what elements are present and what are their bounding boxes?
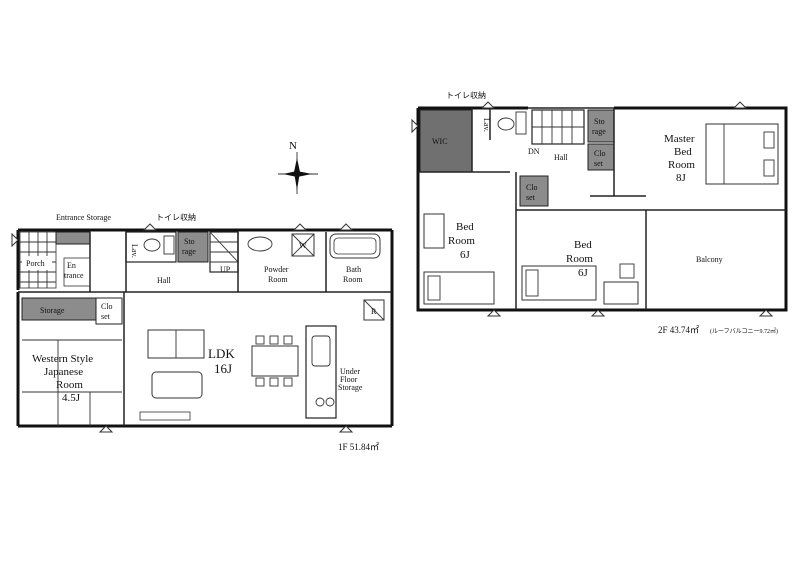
label-western-3: Room (56, 379, 83, 391)
storage-block-1f (177, 231, 209, 263)
label-western-2: Japanese (44, 366, 83, 378)
label-closet-2f-b-1: Clo (526, 183, 538, 192)
floor-2-plan: トイレ収納 WIC Lav. DN Hall Sto rage Clo set … (411, 90, 788, 335)
label-up: UP (220, 265, 231, 274)
label-powder-room-1: Powder (264, 265, 289, 274)
label-bed-a-3: 6J (460, 249, 471, 261)
label-closet-2f-a-1: Clo (594, 149, 606, 158)
label-closet-2f-a-2: set (594, 159, 604, 168)
compass-north-label: N (289, 140, 297, 152)
label-bed-a-2: Room (448, 235, 475, 247)
storage-block-2f (587, 109, 615, 143)
label-storage-small-2f-1: Sto (594, 117, 605, 126)
floor-2-area-note: (ルーフバルコニー9.72㎡) (710, 327, 778, 335)
label-washer: W (299, 241, 307, 250)
compass: N (278, 140, 318, 194)
label-hall-1f: Hall (157, 276, 172, 285)
floor-1-area: 1F 51.84㎡ (338, 442, 379, 452)
label-master-bed-4: 8J (676, 172, 687, 184)
label-bath-room-2: Room (343, 275, 363, 284)
stairs-2f (531, 109, 585, 145)
label-bath-room-1: Bath (346, 265, 361, 274)
master-bed (705, 123, 779, 185)
porch-tiles (19, 231, 57, 289)
label-toilet-storage-2f: トイレ収納 (446, 90, 486, 100)
tatami-grid (22, 339, 122, 426)
label-balcony: Balcony (696, 255, 723, 264)
label-western-1: Western Style (32, 353, 93, 365)
label-bed-b-3: 6J (578, 267, 589, 279)
label-master-bed-1: Master (664, 133, 695, 145)
label-lav-1f: Lav. (130, 244, 139, 258)
label-wic: WIC (432, 137, 448, 146)
label-western-4: 4.5J (62, 392, 81, 404)
label-ldk-2: 16J (214, 361, 232, 376)
label-bed-a-1: Bed (456, 221, 474, 233)
label-storage-small-1f-1: Sto (184, 237, 195, 246)
label-storage-1f: Storage (40, 306, 65, 315)
label-master-bed-3: Room (668, 159, 695, 171)
entrance-storage-block (55, 231, 91, 245)
label-entrance-2: trance (64, 271, 84, 280)
label-closet-1f-1: Clo (101, 302, 113, 311)
label-under-floor-1: Under (340, 367, 360, 376)
label-closet-2f-b-2: set (526, 193, 536, 202)
label-powder-room-2: Room (268, 275, 288, 284)
closet-block-2f-a (587, 143, 615, 171)
floor-1-plan: Entrance Storage トイレ収納 Porch En trance L… (11, 212, 394, 452)
label-dn: DN (528, 147, 540, 156)
label-storage-small-1f-2: rage (182, 247, 196, 256)
label-closet-1f-2: set (101, 312, 111, 321)
label-ldk-1: LDK (208, 346, 235, 361)
label-under-floor-2: Floor (340, 375, 358, 384)
label-entrance-1: En (67, 261, 76, 270)
label-entrance-storage: Entrance Storage (56, 213, 111, 222)
label-hall-2f: Hall (554, 153, 569, 162)
label-storage-small-2f-2: rage (592, 127, 606, 136)
label-bed-b-2: Room (566, 253, 593, 265)
label-bed-b-1: Bed (574, 239, 592, 251)
label-master-bed-2: Bed (674, 146, 692, 158)
floor-2-area: 2F 43.74㎡ (658, 325, 699, 335)
label-under-floor-3: Storage (338, 383, 363, 392)
ldk-furniture (139, 299, 385, 421)
label-porch: Porch (26, 259, 45, 268)
label-lav-2f: Lav. (482, 118, 491, 132)
label-fridge: R (371, 307, 377, 316)
closet-block-2f-b (519, 175, 549, 207)
label-toilet-storage-1f: トイレ収納 (156, 212, 196, 222)
